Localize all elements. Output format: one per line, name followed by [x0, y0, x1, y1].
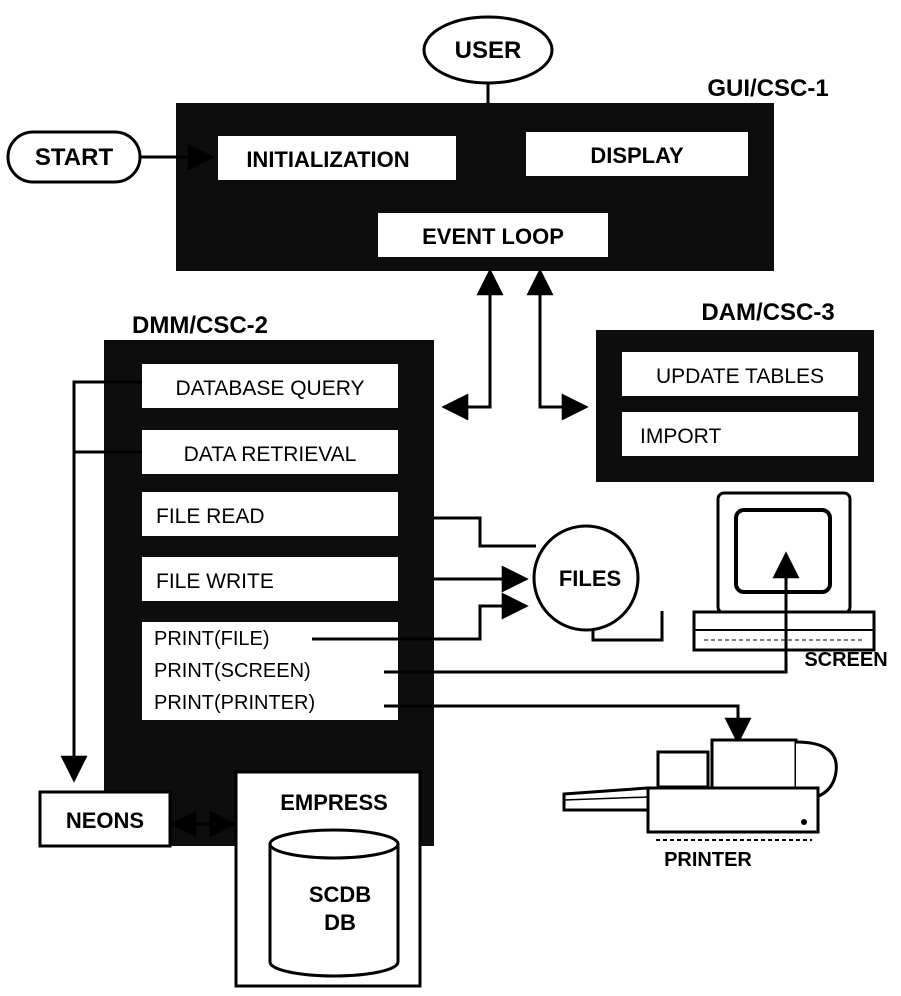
display-box: [526, 132, 748, 176]
db-line2: DB: [324, 910, 356, 935]
monitor-icon: [692, 491, 876, 652]
database-cylinder-top: [268, 828, 400, 860]
initialization-label: INITIALIZATION: [246, 147, 409, 172]
update-tables-box: [622, 352, 858, 396]
database-query-box: [142, 364, 398, 408]
update-tables-label: UPDATE TABLES: [656, 365, 824, 388]
user-node: USER: [422, 15, 554, 85]
file-write-label: FILE WRITE: [156, 570, 274, 593]
dmm-module: DATABASE QUERY DATA RETRIEVAL FILE READ …: [104, 340, 434, 846]
database-query-label: DATABASE QUERY: [175, 377, 364, 400]
import-label: IMPORT: [640, 425, 721, 448]
file-read-connector: [434, 516, 536, 548]
event-loop-label: EVENT LOOP: [422, 224, 564, 249]
gui-title: GUI/CSC-1: [707, 75, 828, 102]
neons-label: NEONS: [66, 808, 144, 833]
printer-icon: [562, 738, 838, 841]
file-read-label: FILE READ: [156, 505, 265, 528]
file-write-box: [142, 557, 398, 601]
gui-module: INITIALIZATION DISPLAY EVENT LOOP: [176, 103, 774, 271]
start-label: START: [35, 144, 114, 171]
dmm-title: DMM/CSC-2: [132, 312, 268, 339]
files-disk: [532, 524, 640, 632]
event-loop-box: [378, 213, 608, 257]
user-label: USER: [455, 37, 522, 64]
printer-label: PRINTER: [664, 849, 752, 871]
initialization-box: [218, 136, 456, 180]
print-screen-connector: [384, 551, 800, 674]
empress-node: EMPRESS SCDB DB: [234, 770, 422, 988]
data-retrieval-box: [142, 430, 398, 474]
dmm-to-neons-line: [60, 380, 142, 783]
dam-module: UPDATE TABLES IMPORT: [596, 330, 874, 482]
neons-node: NEONS: [38, 790, 172, 848]
data-retrieval-label: DATA RETRIEVAL: [184, 443, 357, 466]
dam-title: DAM/CSC-3: [701, 299, 834, 326]
start-node: START: [6, 130, 142, 184]
empress-title: EMPRESS: [280, 790, 388, 815]
file-read-box: [142, 492, 398, 536]
print-file-label: PRINT(FILE): [154, 628, 270, 650]
print-file-connector: [350, 592, 529, 641]
print-printer-connector: [384, 704, 752, 745]
display-label: DISPLAY: [590, 143, 684, 168]
event-to-dam-arrow: [526, 268, 589, 421]
database-cylinder-body: [268, 844, 400, 978]
print-printer-label: PRINT(PRINTER): [154, 692, 315, 714]
db-line1: SCDB: [309, 882, 371, 907]
print-screen-label: PRINT(SCREEN): [154, 660, 311, 682]
files-node: FILES: [532, 524, 664, 642]
screen-label: SCREEN: [804, 649, 887, 671]
import-box: [622, 412, 858, 456]
files-label: FILES: [559, 566, 621, 591]
event-to-dmm-arrow: [441, 268, 504, 421]
